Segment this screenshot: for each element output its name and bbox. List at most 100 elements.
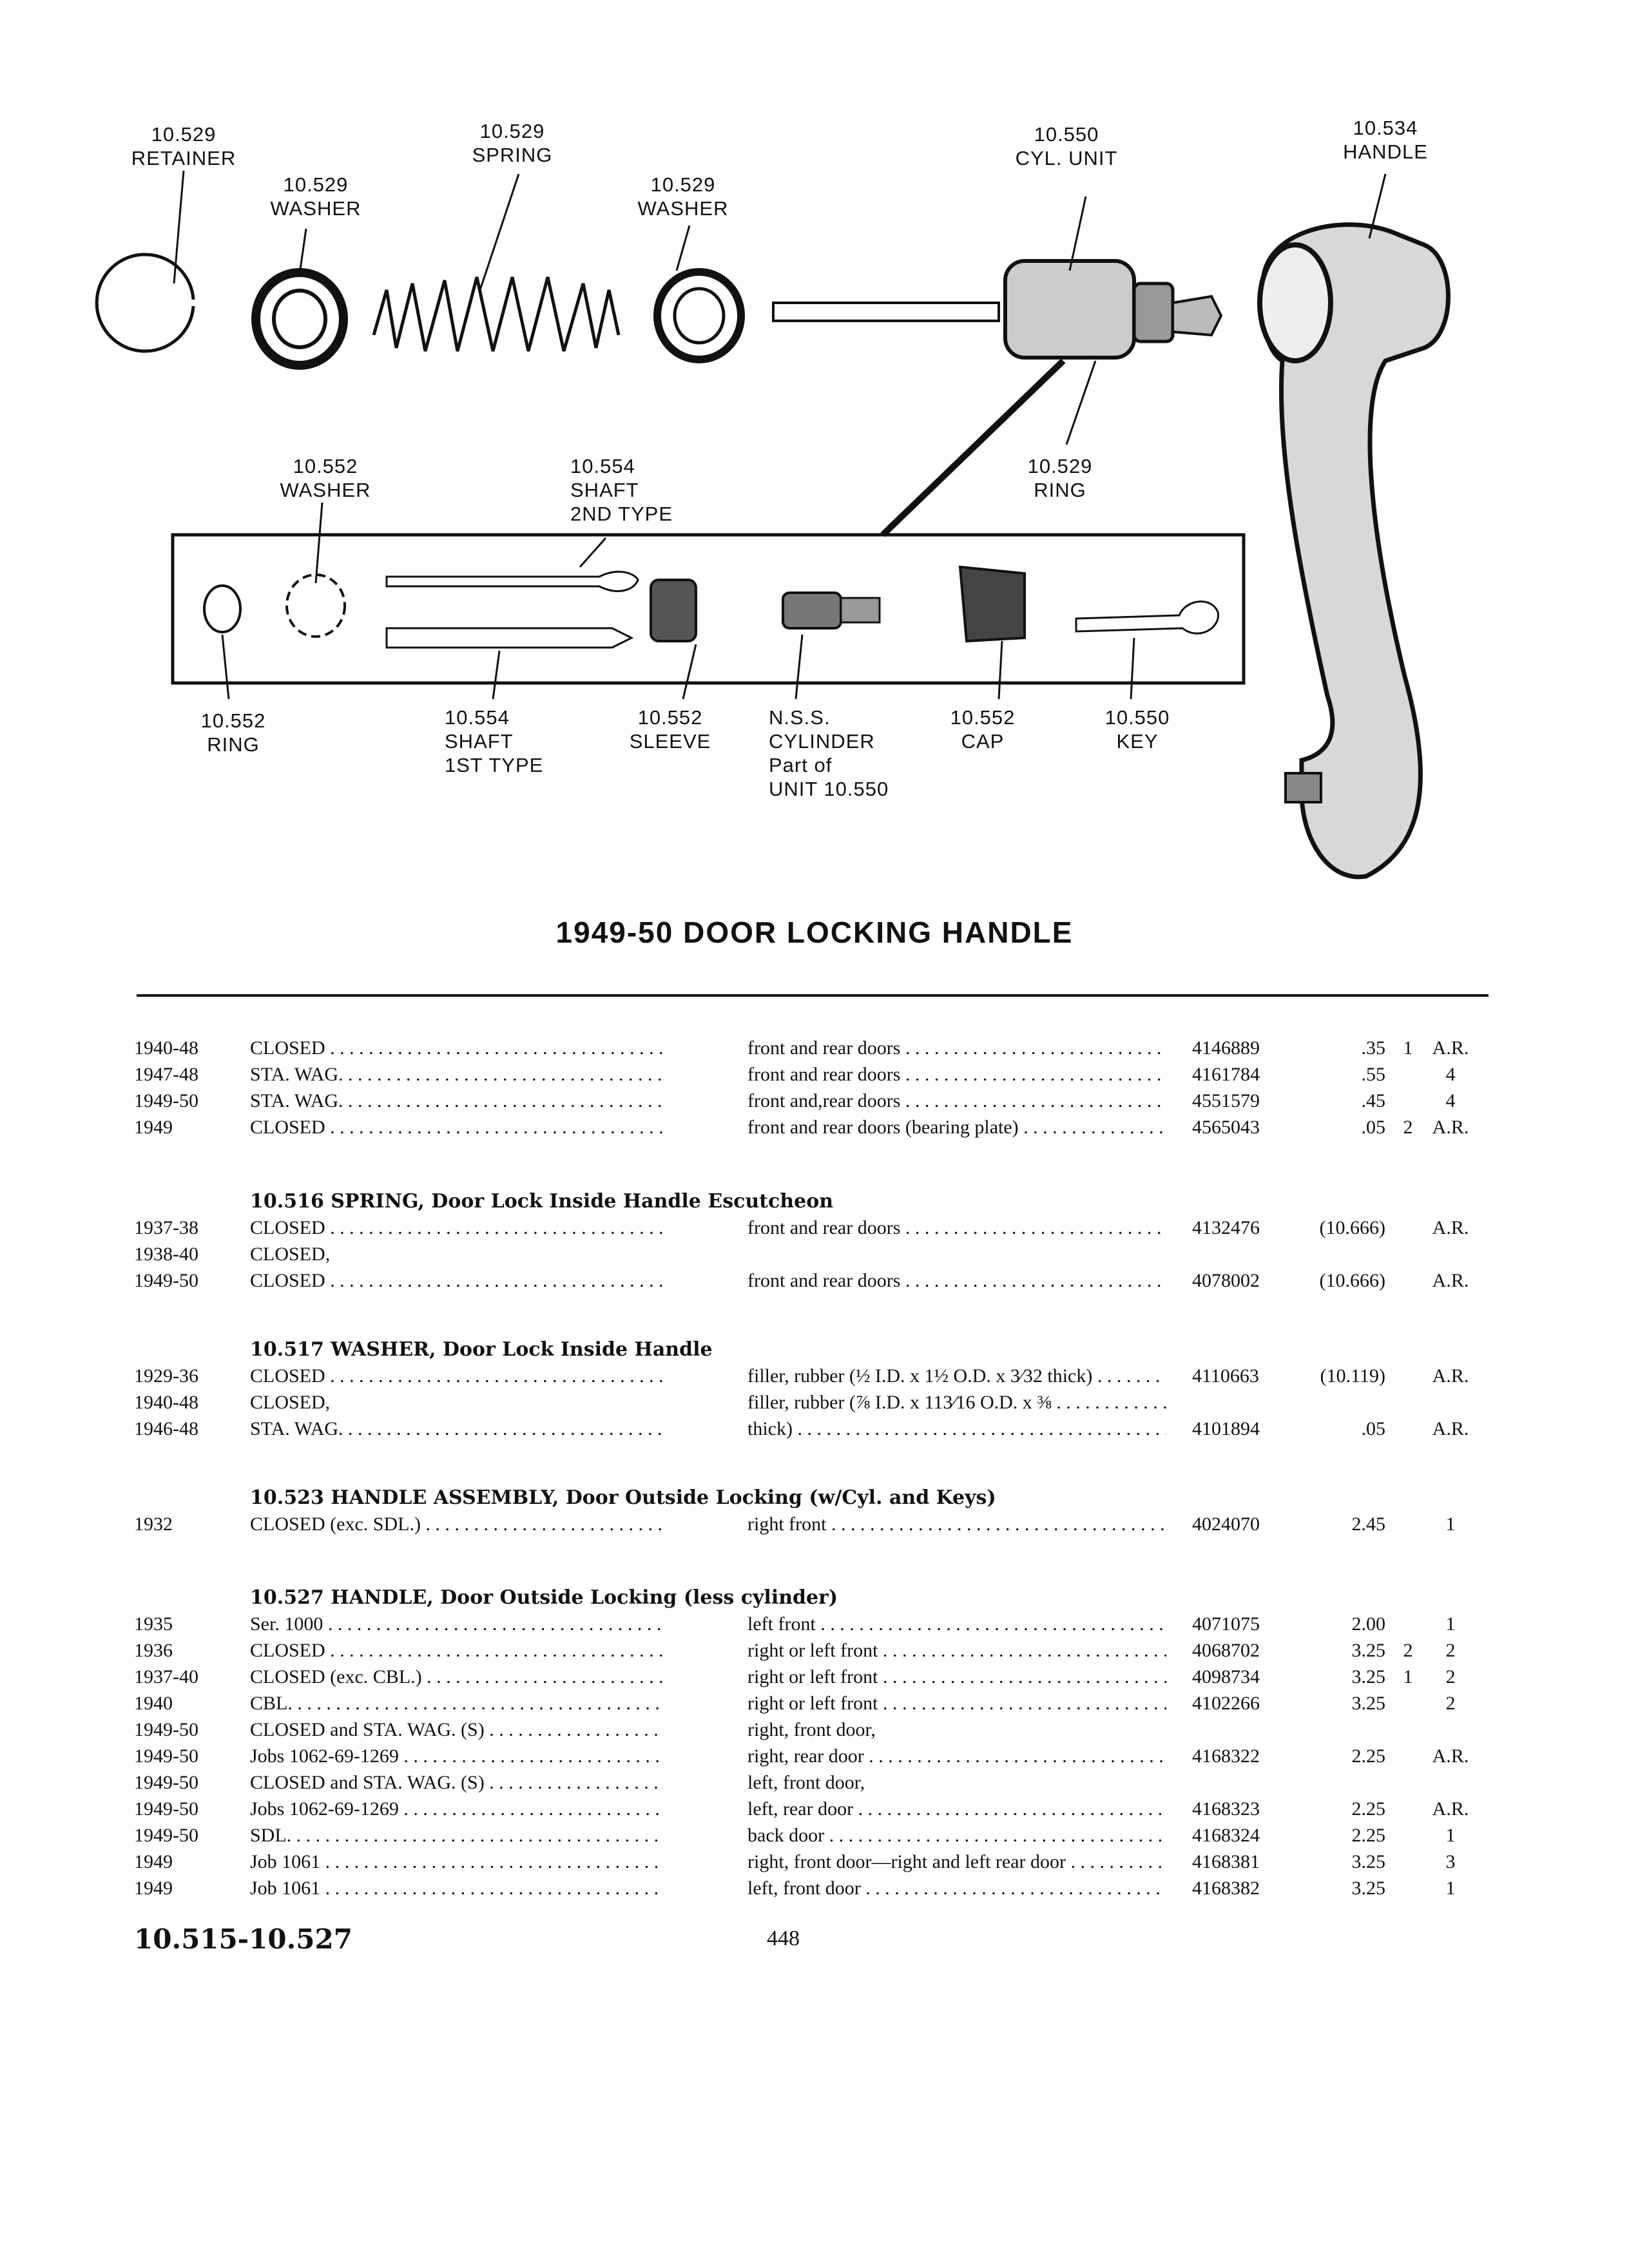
row-qty-b: 4 xyxy=(1445,1090,1456,1111)
row-desc: front and rear doors . . . . . . . . . .… xyxy=(747,1217,1166,1238)
table-row: 1936 CLOSED . . . . . . . . . . . . . . … xyxy=(0,1638,1629,1664)
row-desc: right or left front . . . . . . . . . . … xyxy=(747,1640,1166,1661)
table-row: 1949-50 SDL. . . . . . . . . . . . . . .… xyxy=(0,1823,1629,1849)
row-qty-b: 4 xyxy=(1445,1064,1456,1085)
row-model: Job 1061 . . . . . . . . . . . . . . . .… xyxy=(250,1878,662,1899)
row-price: .35 xyxy=(1361,1037,1386,1059)
table-row: 1947-48 STA. WAG. . . . . . . . . . . . … xyxy=(0,1062,1629,1088)
row-part: 4168323 xyxy=(1192,1798,1260,1820)
row-model: CLOSED . . . . . . . . . . . . . . . . .… xyxy=(250,1365,662,1387)
label-cap: 10.552 CAP xyxy=(950,706,1016,753)
label-cylinder: N.S.S. CYLINDER Part of UNIT 10.550 xyxy=(769,706,889,800)
table-row: 1935 Ser. 1000 . . . . . . . . . . . . .… xyxy=(0,1611,1629,1637)
row-price: (10.666) xyxy=(1319,1217,1385,1238)
page-title: 1949-50 DOOR LOCKING HANDLE xyxy=(555,916,1074,949)
table-row: 1929-36 CLOSED . . . . . . . . . . . . .… xyxy=(0,1363,1629,1389)
row-year: 1949-50 xyxy=(134,1090,198,1111)
row-year: 1932 xyxy=(134,1514,173,1535)
row-year: 1938-40 xyxy=(134,1244,198,1265)
row-price: .55 xyxy=(1361,1064,1386,1085)
row-price: 2.25 xyxy=(1351,1798,1386,1820)
row-price: .45 xyxy=(1361,1090,1386,1111)
handle-part xyxy=(1260,222,1451,879)
row-desc: back door . . . . . . . . . . . . . . . … xyxy=(747,1825,1166,1846)
washer-part-2 xyxy=(653,268,745,363)
row-qty-b: 1 xyxy=(1445,1878,1456,1899)
row-price: (10.119) xyxy=(1320,1365,1385,1387)
row-price: 3.25 xyxy=(1351,1851,1386,1872)
row-part: 4078002 xyxy=(1192,1270,1260,1291)
row-model: Job 1061 . . . . . . . . . . . . . . . .… xyxy=(250,1851,662,1872)
section-header: 10.523 HANDLE ASSEMBLY, Door Outside Loc… xyxy=(250,1486,996,1509)
row-year: 1940-48 xyxy=(134,1392,198,1413)
row-model: CLOSED (exc. SDL.) . . . . . . . . . . .… xyxy=(250,1514,662,1535)
shaft-rod xyxy=(772,302,1000,322)
row-qty-b: A.R. xyxy=(1432,1365,1469,1387)
row-qty-a: 1 xyxy=(1403,1666,1413,1687)
row-model: CLOSED . . . . . . . . . . . . . . . . .… xyxy=(250,1217,662,1238)
row-model: CLOSED . . . . . . . . . . . . . . . . .… xyxy=(250,1117,662,1138)
table-row: 1937-40 CLOSED (exc. CBL.) . . . . . . .… xyxy=(0,1664,1629,1690)
row-part: 4565043 xyxy=(1192,1117,1260,1138)
row-part: 4168324 xyxy=(1192,1825,1260,1846)
label-sleeve: 10.552 SLEEVE xyxy=(629,706,711,753)
row-part: 4168381 xyxy=(1192,1851,1260,1872)
table-row: 1949-50 Jobs 1062-69-1269 . . . . . . . … xyxy=(0,1796,1629,1822)
row-year: 1947-48 xyxy=(134,1064,198,1085)
row-year: 1949 xyxy=(134,1117,173,1138)
row-price: .05 xyxy=(1361,1418,1386,1439)
table-row: 1949-50 Jobs 1062-69-1269 . . . . . . . … xyxy=(0,1744,1629,1769)
section-header: 10.516 SPRING, Door Lock Inside Handle E… xyxy=(250,1190,834,1213)
row-part: 4101894 xyxy=(1192,1418,1260,1439)
label-washer-552: 10.552 WASHER xyxy=(280,455,371,501)
label-washer: 10.529 WASHER xyxy=(270,173,361,220)
label-shaft-1st: 10.554 SHAFT 1ST TYPE xyxy=(445,706,544,776)
row-year: 1936 xyxy=(134,1640,173,1661)
row-qty-b: 1 xyxy=(1445,1825,1456,1846)
row-part: 4551579 xyxy=(1192,1090,1260,1111)
row-desc: left front . . . . . . . . . . . . . . .… xyxy=(747,1613,1166,1635)
table-row: 1932 CLOSED (exc. SDL.) . . . . . . . . … xyxy=(0,1512,1629,1537)
table-row: 1940 CBL. . . . . . . . . . . . . . . . … xyxy=(0,1691,1629,1716)
parts-box xyxy=(171,533,1246,685)
table-row: 1949 Job 1061 . . . . . . . . . . . . . … xyxy=(0,1849,1629,1875)
row-desc: front and rear doors . . . . . . . . . .… xyxy=(747,1064,1166,1085)
label-ring-552: 10.552 RING xyxy=(200,709,266,756)
row-model: CLOSED, xyxy=(250,1392,331,1413)
row-year: 1929-36 xyxy=(134,1365,198,1387)
row-part: 4168382 xyxy=(1192,1878,1260,1899)
table-row: 1937-38 CLOSED . . . . . . . . . . . . .… xyxy=(0,1215,1629,1241)
row-qty-b: 2 xyxy=(1445,1666,1456,1687)
table-row: 1949 CLOSED . . . . . . . . . . . . . . … xyxy=(0,1115,1629,1140)
row-desc: filler, rubber (½ I.D. x 1½ O.D. x 3⁄32 … xyxy=(747,1365,1166,1387)
row-part: 4068702 xyxy=(1192,1640,1260,1661)
row-price: 2.00 xyxy=(1351,1613,1386,1635)
row-qty-b: A.R. xyxy=(1432,1270,1469,1291)
row-price: .05 xyxy=(1361,1117,1386,1138)
row-qty-b: A.R. xyxy=(1432,1217,1469,1238)
table-row: 1938-40 CLOSED, xyxy=(0,1242,1629,1267)
row-model: CBL. . . . . . . . . . . . . . . . . . .… xyxy=(250,1693,662,1714)
divider xyxy=(137,994,1489,997)
label-key: 10.550 KEY xyxy=(1104,706,1170,753)
row-model: Jobs 1062-69-1269 . . . . . . . . . . . … xyxy=(250,1798,662,1820)
row-desc: left, front door . . . . . . . . . . . .… xyxy=(747,1878,1166,1899)
parts-illustration xyxy=(95,170,1451,879)
label-spring: 10.529 SPRING xyxy=(472,120,553,166)
section-header: 10.517 WASHER, Door Lock Inside Handle xyxy=(250,1338,713,1361)
label-washer-2: 10.529 WASHER xyxy=(637,173,729,220)
label-retainer: 10.529 RETAINER xyxy=(131,123,236,169)
row-year: 1949 xyxy=(134,1878,173,1899)
row-model: CLOSED, xyxy=(250,1244,331,1265)
row-qty-b: 3 xyxy=(1445,1851,1456,1872)
table-row: 1949 Job 1061 . . . . . . . . . . . . . … xyxy=(0,1876,1629,1901)
row-year: 1949-50 xyxy=(134,1719,198,1740)
row-price: 3.25 xyxy=(1351,1666,1386,1687)
label-shaft-2nd: 10.554 SHAFT 2ND TYPE xyxy=(570,455,673,525)
row-desc: right or left front . . . . . . . . . . … xyxy=(747,1666,1166,1687)
row-qty-b: 2 xyxy=(1445,1693,1456,1714)
row-qty-a: 1 xyxy=(1403,1037,1413,1059)
row-model: CLOSED . . . . . . . . . . . . . . . . .… xyxy=(250,1640,662,1661)
row-price: 2.25 xyxy=(1351,1745,1386,1767)
table-row: 1949-50 CLOSED . . . . . . . . . . . . .… xyxy=(0,1268,1629,1294)
